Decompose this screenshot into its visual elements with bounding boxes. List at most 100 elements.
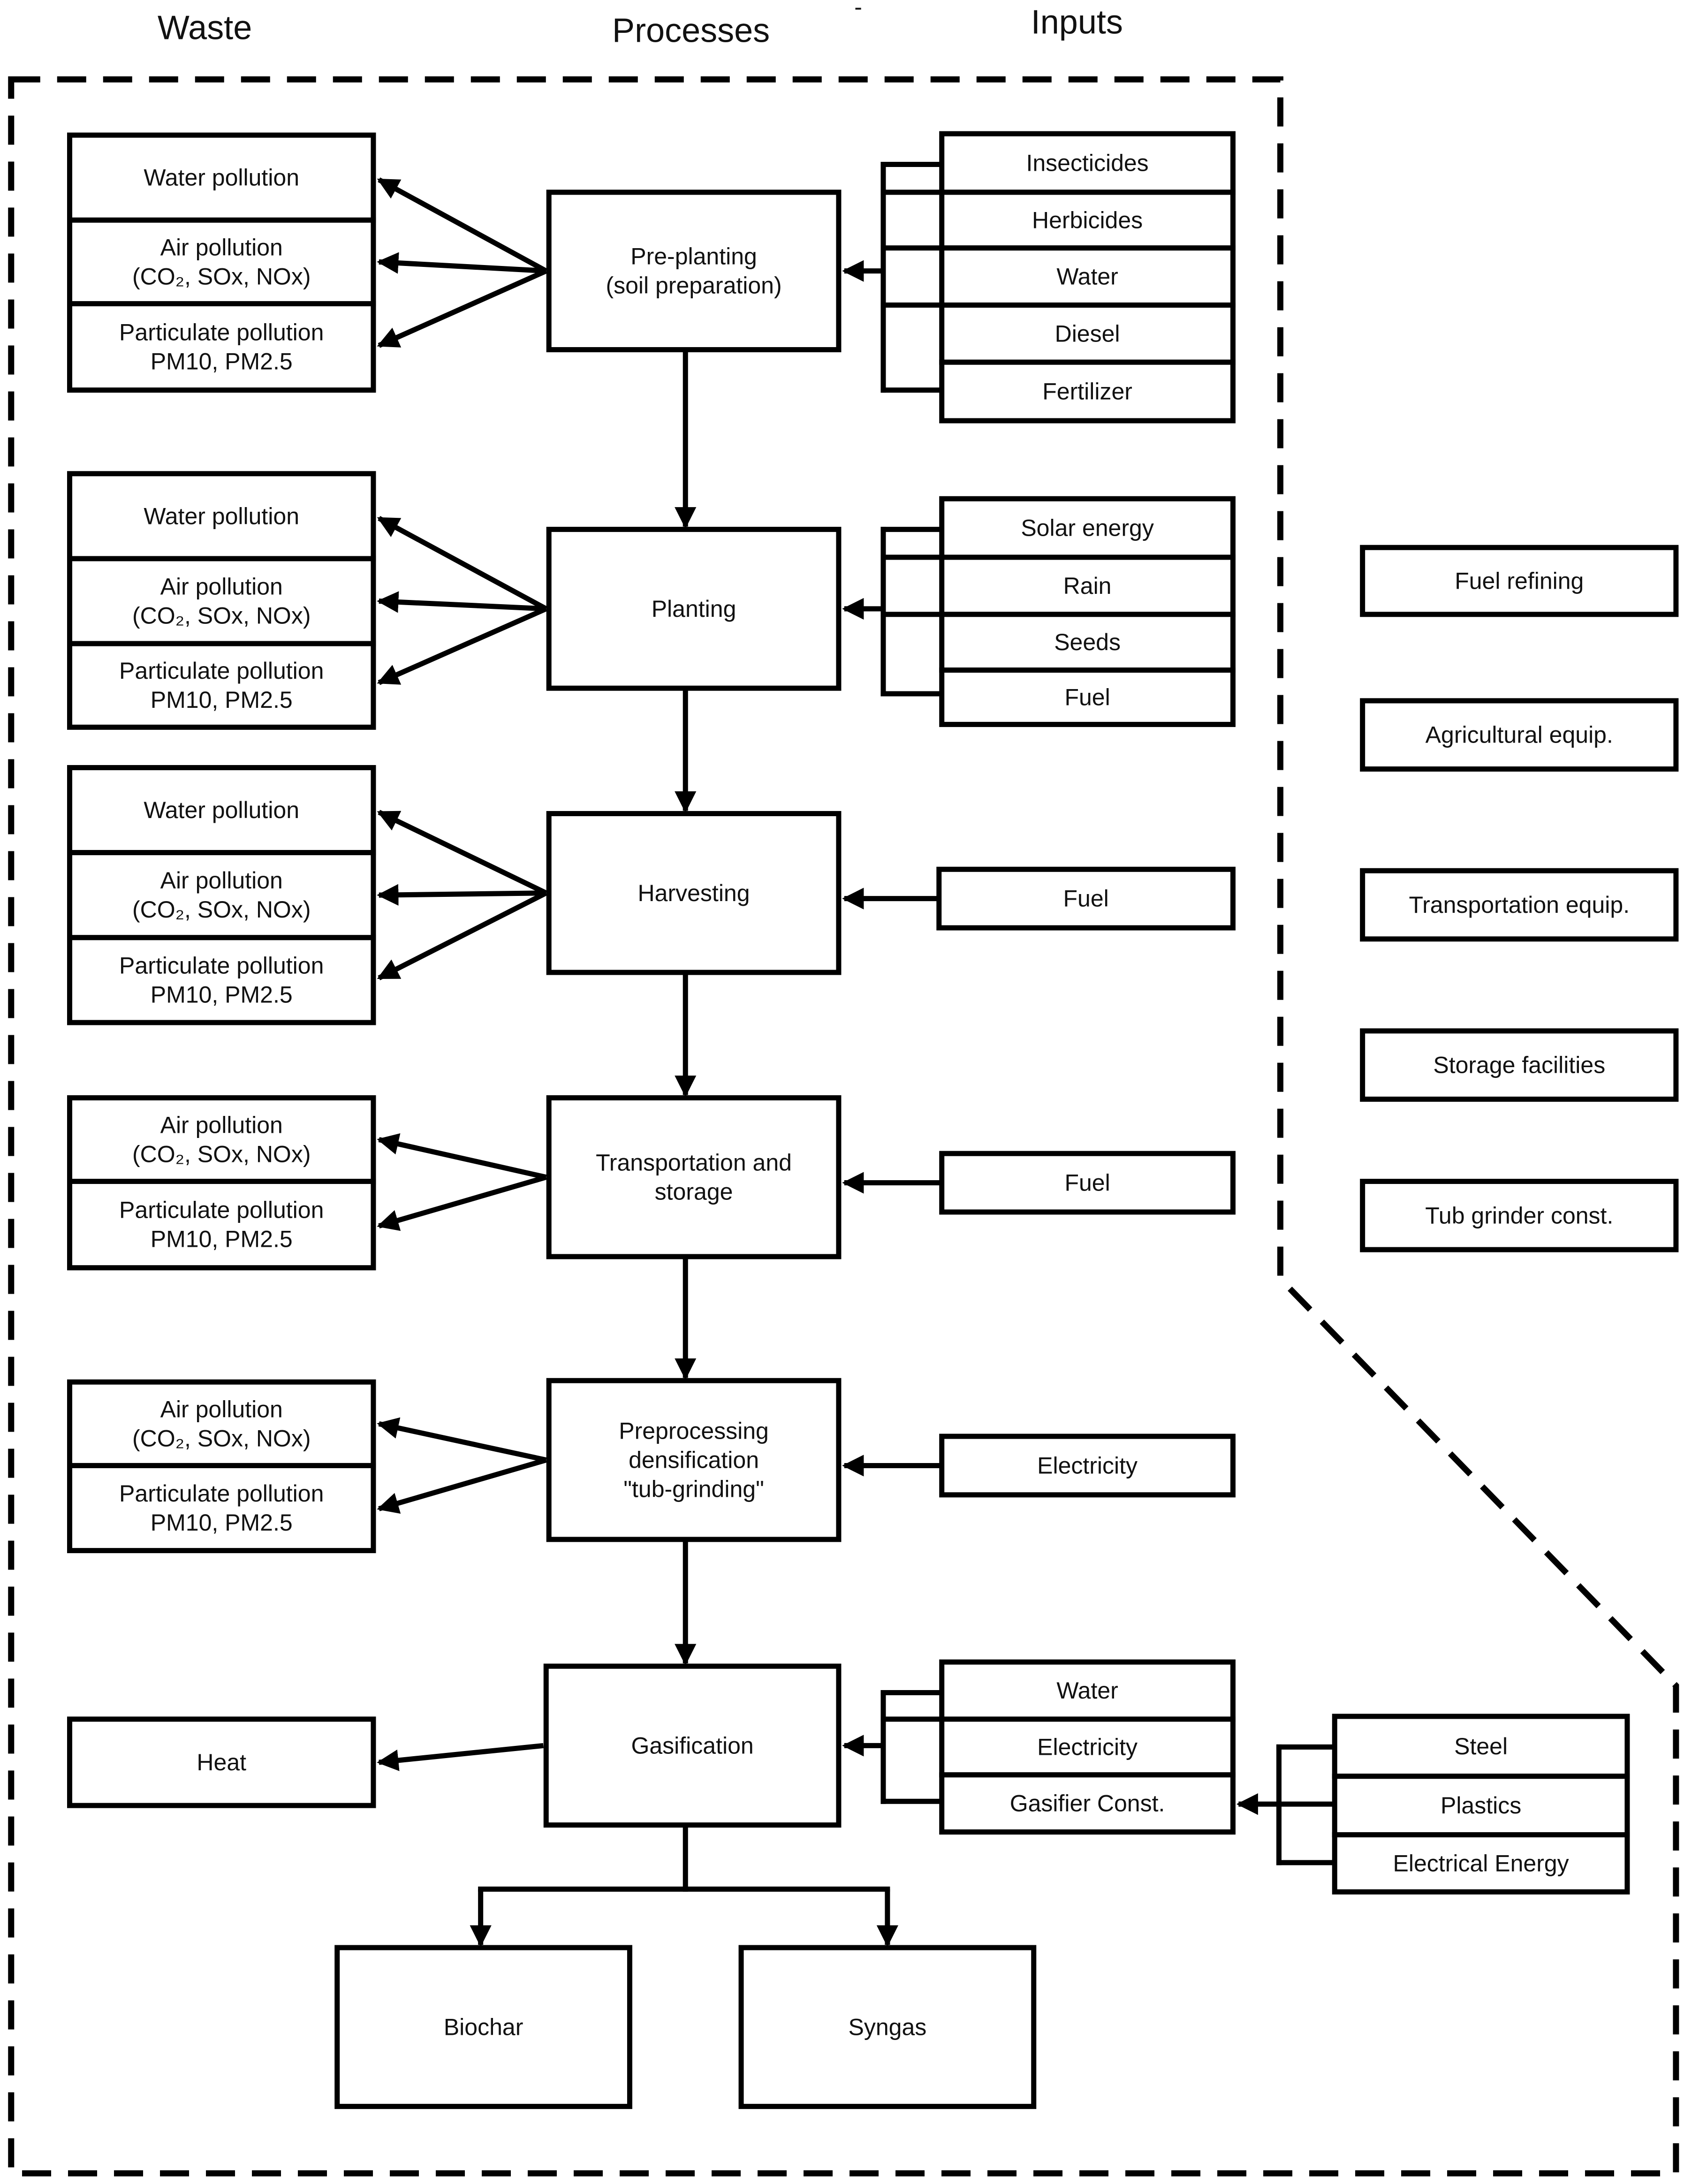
waste-water-preplant-text: Water pollution (144, 165, 299, 191)
gasifier-const-input-2 (1332, 1832, 1630, 1895)
waste-water-planting-text: Water pollution (144, 503, 299, 529)
waste-particulate-planting-text: Particulate pollution (119, 658, 324, 684)
waste-particulate-planting (67, 641, 376, 730)
process-planting (546, 527, 842, 691)
process-planting-text: Planting (652, 596, 736, 622)
input-preplant-3-text: Diesel (1055, 320, 1120, 347)
process-preplant-text: (soil preparation) (606, 273, 781, 299)
process-harvesting (546, 811, 842, 975)
waste-particulate-harvesting (67, 935, 376, 1025)
input-transport-0-text: Fuel (1064, 1170, 1110, 1196)
input-planting-2-text: Seeds (1054, 629, 1121, 655)
process-gasification (543, 1663, 842, 1828)
process-transport-text: storage (655, 1179, 733, 1205)
waste-arrow-water-harvesting (377, 810, 547, 895)
waste-arrow-air-transport (377, 1133, 547, 1180)
output-biochar (334, 1945, 632, 2109)
gasifier-const-input-1-text: Plastics (1441, 1792, 1521, 1819)
input-gasification-0 (939, 1659, 1236, 1722)
input-preplant-1-text: Herbicides (1032, 207, 1143, 233)
process-preprocess (546, 1378, 842, 1542)
waste-particulate-preplant-text: PM10, PM2.5 (151, 349, 293, 375)
waste-arrow-heat-gasification (377, 1743, 544, 1771)
waste-air-transport-text: (CO₂, SOx, NOx) (132, 1141, 311, 1167)
process-preprocess-text: densification (629, 1447, 759, 1473)
gasifier-const-input-0 (1332, 1714, 1630, 1779)
input-preprocess-0 (939, 1433, 1236, 1498)
output-biochar-text: Biochar (444, 2014, 523, 2040)
external-item-4-text: Tub grinder const. (1425, 1202, 1613, 1228)
waste-arrow-water-preplant (377, 177, 547, 273)
external-item-2 (1360, 868, 1679, 942)
input-planting-3-text: Fuel (1064, 684, 1110, 710)
input-planting-3 (939, 667, 1236, 727)
external-item-1 (1360, 698, 1679, 772)
waste-arrow-particulate-transport (377, 1175, 547, 1231)
input-planting-1 (939, 554, 1236, 617)
input-preplant-2-text: Water (1056, 264, 1118, 290)
waste-air-preplant-text: (CO₂, SOx, NOx) (132, 263, 311, 289)
input-preplant-4-text: Fertilizer (1042, 379, 1132, 405)
process-preprocess-text: "tub-grinding" (623, 1476, 764, 1502)
external-item-1-text: Agricultural equip. (1426, 722, 1613, 748)
waste-water-preplant (67, 132, 376, 223)
external-item-0 (1360, 545, 1679, 617)
waste-arrow-air-preplant (377, 252, 546, 274)
waste-air-preprocess (67, 1379, 376, 1468)
waste-heat-gasification-text: Heat (197, 1749, 246, 1775)
waste-arrow-particulate-harvesting (377, 890, 547, 980)
process-preplant (546, 190, 842, 352)
input-harvesting-0 (936, 866, 1236, 931)
input-planting-0 (939, 496, 1236, 560)
waste-arrow-air-preprocess (377, 1417, 547, 1463)
waste-air-transport (67, 1095, 376, 1184)
input-gasification-2 (939, 1772, 1236, 1835)
waste-air-preplant (67, 217, 376, 306)
waste-air-planting-text: Air pollution (160, 574, 283, 600)
input-gasification-1-text: Electricity (1037, 1734, 1138, 1760)
waste-particulate-preprocess (67, 1463, 376, 1554)
process-preplant-text: Pre-planting (630, 243, 757, 270)
process-harvesting-text: Harvesting (638, 880, 750, 906)
gasifier-const-input-2-text: Electrical Energy (1393, 1850, 1569, 1876)
waste-arrow-water-planting (377, 516, 547, 611)
external-item-2-text: Transportation equip. (1409, 892, 1630, 918)
input-transport-0 (939, 1151, 1236, 1215)
waste-heat-gasification (67, 1716, 376, 1808)
input-preplant-4 (939, 359, 1236, 424)
waste-water-harvesting-text: Water pollution (144, 797, 299, 823)
output-syngas-text: Syngas (848, 2014, 926, 2040)
external-item-0-text: Fuel refining (1455, 568, 1584, 594)
waste-particulate-planting-text: PM10, PM2.5 (151, 687, 293, 713)
waste-particulate-transport (67, 1179, 376, 1271)
input-planting-1-text: Rain (1063, 573, 1112, 599)
input-gasification-1 (939, 1716, 1236, 1778)
input-planting-0-text: Solar energy (1021, 515, 1154, 541)
waste-air-planting-text: (CO₂, SOx, NOx) (132, 603, 311, 629)
gasifier-const-input-0-text: Steel (1454, 1733, 1508, 1759)
external-item-4 (1360, 1179, 1679, 1252)
waste-particulate-preprocess-text: PM10, PM2.5 (151, 1509, 293, 1536)
input-harvesting-0-text: Fuel (1063, 886, 1108, 912)
waste-arrow-particulate-planting (377, 606, 547, 685)
waste-arrow-air-harvesting (377, 884, 546, 906)
input-preprocess-0-text: Electricity (1037, 1452, 1138, 1479)
waste-particulate-harvesting-text: PM10, PM2.5 (151, 981, 293, 1008)
waste-air-preplant-text: Air pollution (160, 234, 283, 260)
waste-particulate-preprocess-text: Particulate pollution (119, 1480, 324, 1507)
external-item-3 (1360, 1028, 1679, 1102)
process-gasification-text: Gasification (631, 1732, 753, 1759)
waste-air-harvesting-text: (CO₂, SOx, NOx) (132, 896, 311, 923)
external-item-3-text: Storage facilities (1433, 1052, 1605, 1078)
waste-air-preprocess-text: (CO₂, SOx, NOx) (132, 1425, 311, 1451)
output-syngas (738, 1945, 1037, 2109)
waste-arrow-particulate-preprocess (377, 1457, 547, 1514)
waste-header: Waste (158, 9, 252, 46)
inputs-header: Inputs (1031, 4, 1123, 41)
input-gasification-0-text: Water (1056, 1677, 1118, 1704)
process-transport (546, 1095, 842, 1259)
stray-mark: - (854, 0, 862, 20)
waste-particulate-preplant (67, 301, 376, 393)
waste-air-planting (67, 556, 376, 646)
